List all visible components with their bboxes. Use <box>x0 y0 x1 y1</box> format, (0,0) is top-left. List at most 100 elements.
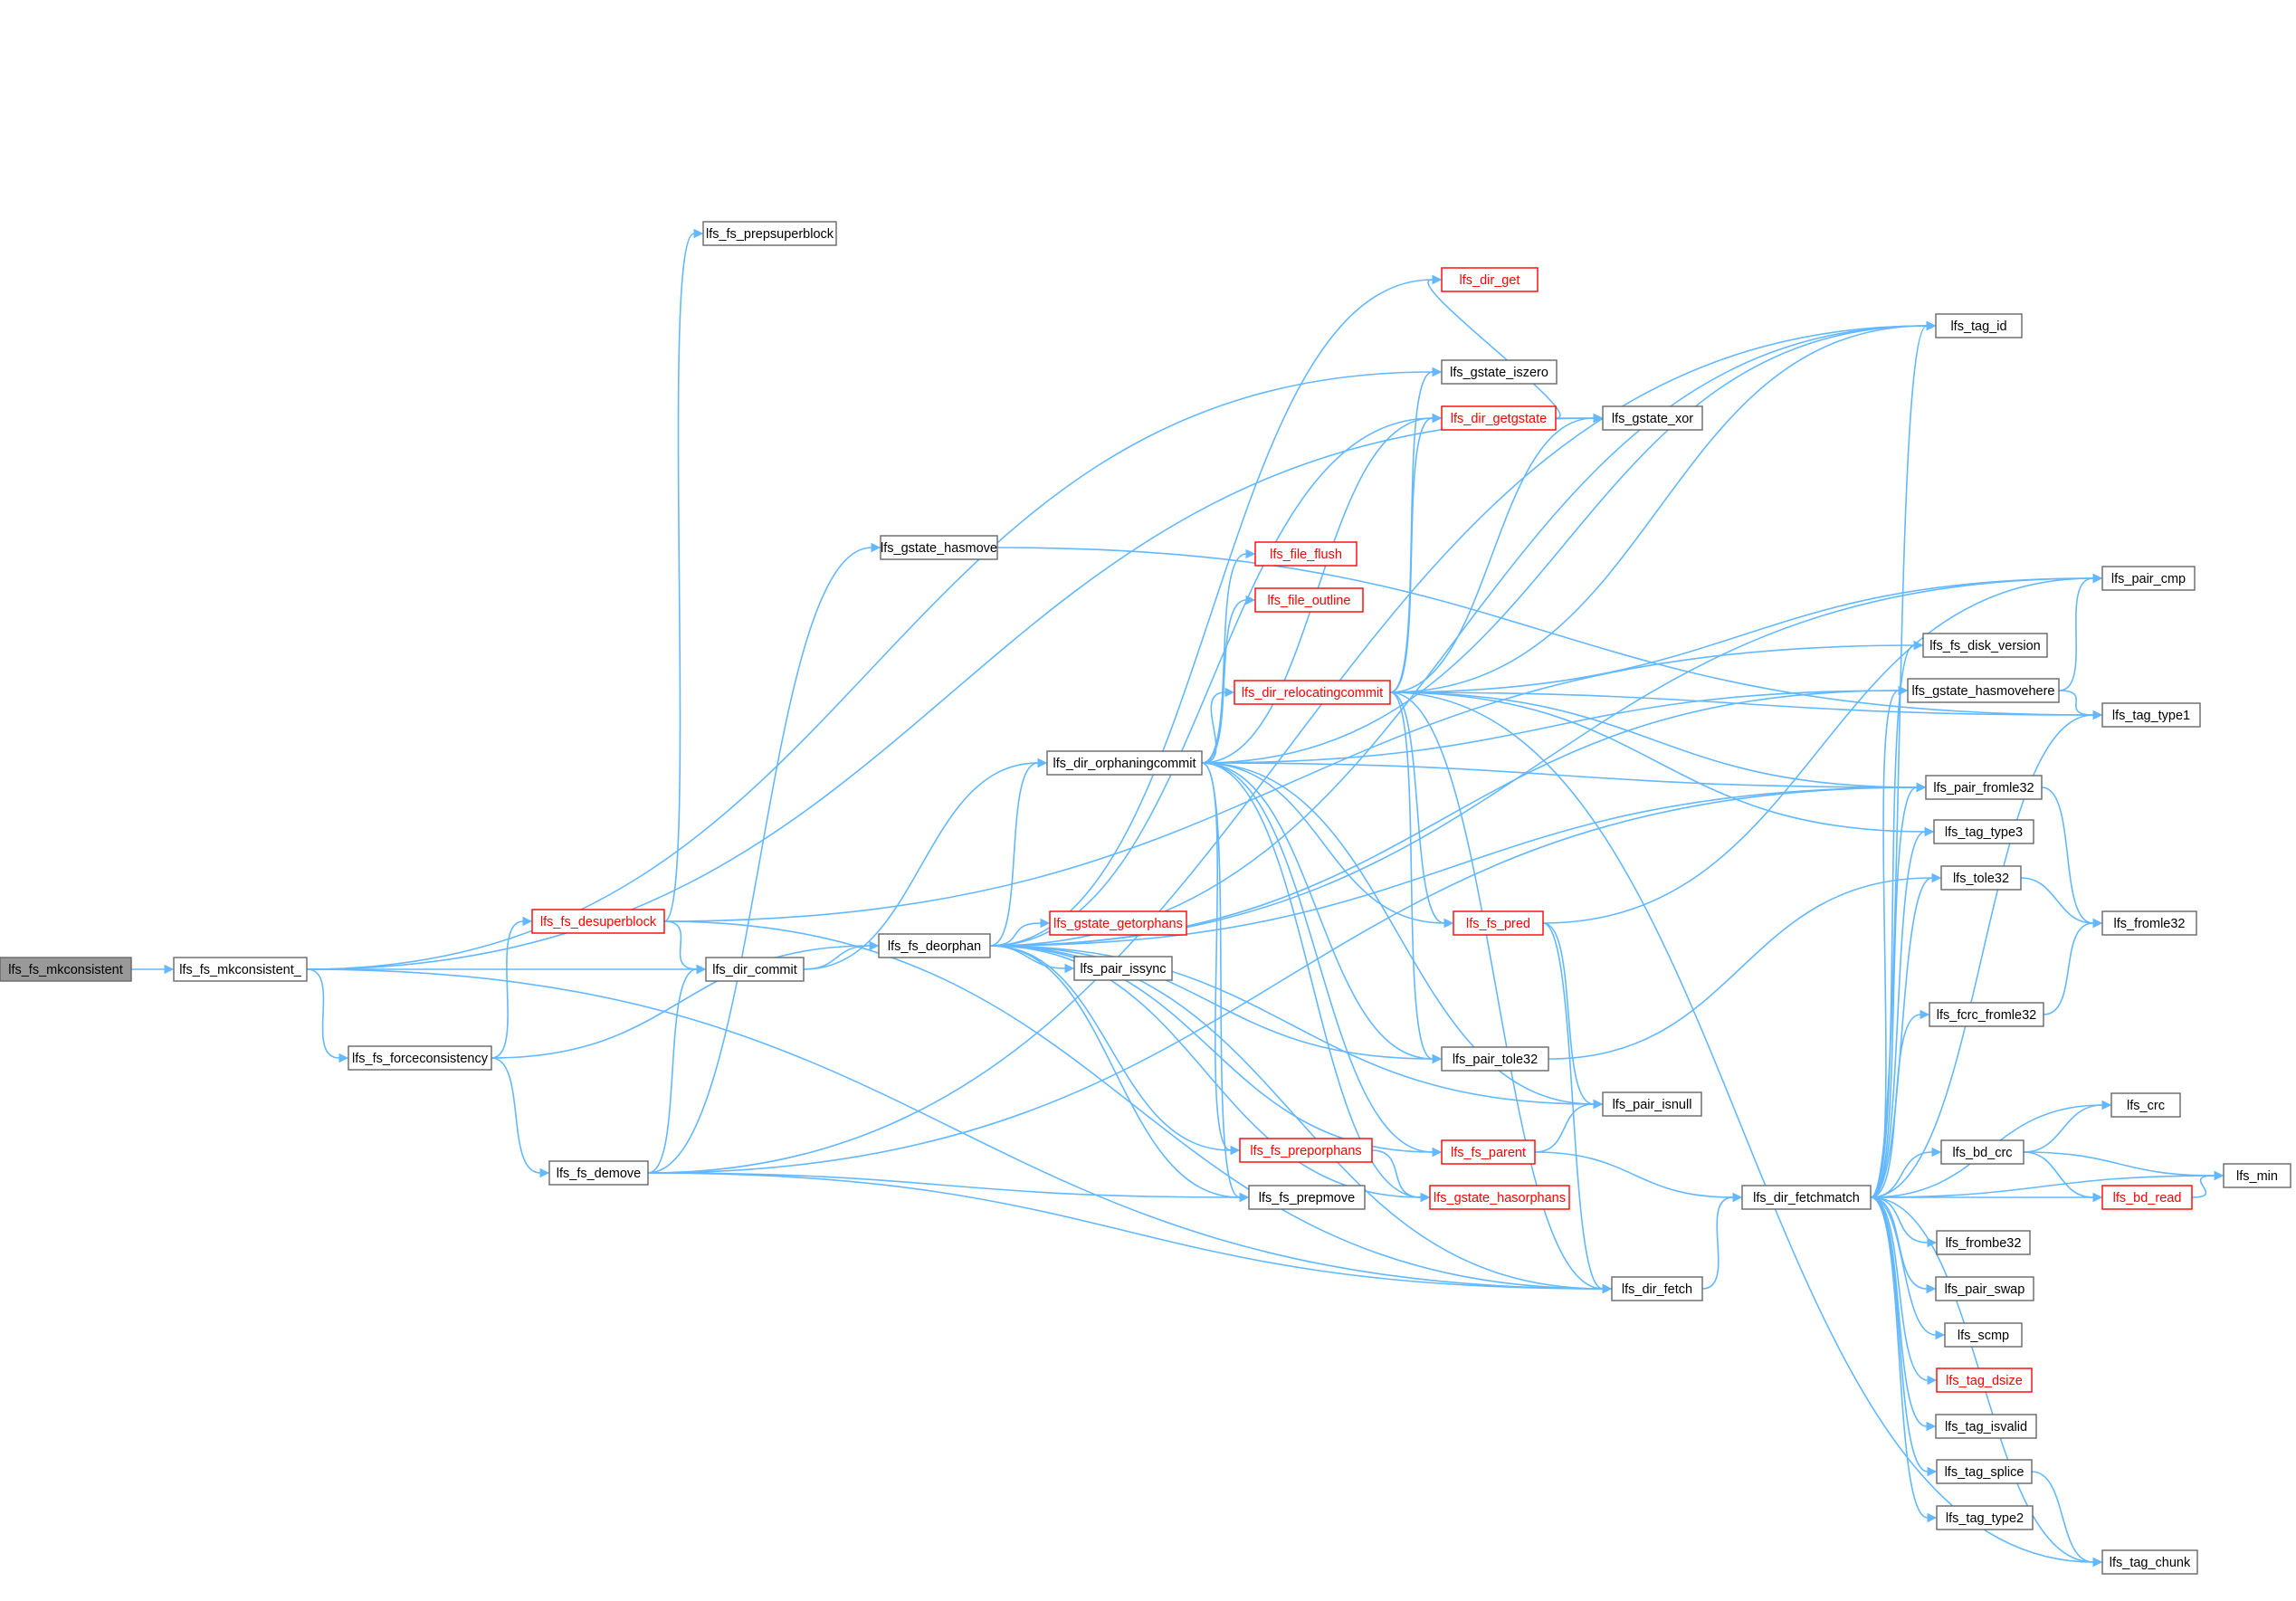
call-edge-dir_orphaningcommit-to-fs_prepmove <box>1201 762 1250 1203</box>
call-edge-bd_crc-to-crc <box>2023 1100 2112 1153</box>
function-node-gstate-getorphans[interactable]: lfs_gstate_getorphans <box>1049 910 1187 936</box>
function-node-label: lfs_fs_disk_version <box>1929 639 2041 653</box>
function-node-dir-fetch[interactable]: lfs_dir_fetch <box>1611 1276 1703 1301</box>
call-edge-dir_getgstate-to-gstate_xor <box>1556 413 1604 424</box>
call-edge-dir_relocatingcommit-to-fs_pred <box>1389 691 1454 929</box>
function-node-label: lfs_file_flush <box>1270 548 1342 562</box>
function-node-fs-disk-version[interactable]: lfs_fs_disk_version <box>1922 633 2048 658</box>
function-node-tole32[interactable]: lfs_tole32 <box>1940 865 2022 891</box>
call-edge-tole32-to-fromle32 <box>2020 877 2103 929</box>
function-node-label: lfs_gstate_hasorphans <box>1434 1191 1566 1206</box>
function-node-dir-commit[interactable]: lfs_dir_commit <box>705 957 805 982</box>
function-node-label: lfs_fs_prepmove <box>1259 1191 1355 1206</box>
call-edge-mkconsistent_-to-forceconsistency <box>306 968 349 1063</box>
call-edge-demove-to-dir_commit <box>647 964 707 1174</box>
function-node-pair-tole32[interactable]: lfs_pair_tole32 <box>1441 1046 1549 1072</box>
function-node-dir-fetchmatch[interactable]: lfs_dir_fetchmatch <box>1741 1185 1872 1210</box>
function-node-fs-pred[interactable]: lfs_fs_pred <box>1453 910 1544 936</box>
function-node-gstate-xor[interactable]: lfs_gstate_xor <box>1602 405 1703 431</box>
call-edge-dir_fetchmatch-to-scmp <box>1870 1196 1946 1340</box>
function-node-tag-chunk[interactable]: lfs_tag_chunk <box>2101 1549 2198 1575</box>
function-node-pair-fromle32[interactable]: lfs_pair_fromle32 <box>1925 775 2043 800</box>
function-node-tag-splice[interactable]: lfs_tag_splice <box>1936 1459 2033 1484</box>
function-node-label: lfs_file_outline <box>1268 594 1351 608</box>
call-edge-dir_fetchmatch-to-tole32 <box>1870 872 1942 1198</box>
function-node-label: lfs_fs_mkconsistent_ <box>179 963 302 977</box>
function-node-label: lfs_tag_type1 <box>2112 709 2190 723</box>
function-node-pair-swap[interactable]: lfs_pair_swap <box>1935 1276 2034 1301</box>
call-edge-deorphan-to-dir_get <box>989 274 1443 947</box>
call-edge-dir_commit-to-deorphan <box>803 940 880 970</box>
function-node-label: lfs_min <box>2236 1169 2278 1184</box>
function-node-tag-isvalid[interactable]: lfs_tag_isvalid <box>1935 1414 2037 1439</box>
function-node-pair-isnull[interactable]: lfs_pair_isnull <box>1602 1091 1702 1117</box>
function-node-label: lfs_fs_demove <box>557 1167 642 1181</box>
function-node-gstate-iszero[interactable]: lfs_gstate_iszero <box>1441 359 1558 385</box>
function-node-label: lfs_gstate_getorphans <box>1053 917 1183 931</box>
function-node-label: lfs_dir_getgstate <box>1451 412 1547 426</box>
function-node-fs-parent[interactable]: lfs_fs_parent <box>1441 1139 1536 1165</box>
function-node-fs-prepmove[interactable]: lfs_fs_prepmove <box>1248 1185 1366 1210</box>
function-node-gstate-hasorphans[interactable]: lfs_gstate_hasorphans <box>1429 1185 1570 1210</box>
function-node-label: lfs_tag_id <box>1950 319 2006 334</box>
call-edge-dir_fetchmatch-to-tag_splice <box>1870 1196 1938 1477</box>
call-edge-tag_splice-to-tag_chunk <box>2031 1471 2103 1568</box>
call-edge-dir_relocatingcommit-to-tag_type3 <box>1389 691 1935 837</box>
function-node-label: lfs_fs_forceconsistency <box>352 1052 489 1066</box>
function-node-file-flush[interactable]: lfs_file_flush <box>1254 541 1358 567</box>
function-node-mkconsistent[interactable]: lfs_fs_mkconsistent <box>0 957 132 982</box>
function-node-forceconsistency[interactable]: lfs_fs_forceconsistency <box>348 1045 492 1071</box>
call-edge-deorphan-to-dir_orphaningcommit <box>989 758 1048 947</box>
call-edge-fs_preporphans-to-gstate_hasorphans <box>1371 1149 1431 1203</box>
function-node-gstate-hasmove[interactable]: lfs_gstate_hasmove <box>880 535 998 560</box>
call-edge-pair_tole32-to-tole32 <box>1548 872 1942 1060</box>
function-node-label: lfs_tag_dsize <box>1946 1374 2023 1388</box>
function-node-dir-relocatingcommit[interactable]: lfs_dir_relocatingcommit <box>1234 680 1391 705</box>
function-node-fs-preporphans[interactable]: lfs_fs_preporphans <box>1239 1138 1373 1163</box>
function-node-label: lfs_tag_type2 <box>1946 1511 2024 1526</box>
function-node-label: lfs_fcrc_fromle32 <box>1937 1008 2036 1023</box>
call-edge-mkconsistent_-to-dir_fetch <box>306 968 1613 1294</box>
call-edge-dir_relocatingcommit-to-gstate_xor <box>1389 413 1604 693</box>
function-node-dir-orphaningcommit[interactable]: lfs_dir_orphaningcommit <box>1046 750 1203 776</box>
call-edge-dir_orphaningcommit-to-pair_fromle32 <box>1201 762 1927 793</box>
function-node-pair-issync[interactable]: lfs_pair_issync <box>1073 956 1173 981</box>
function-node-prepsuperblock[interactable]: lfs_fs_prepsuperblock <box>702 221 837 246</box>
function-node-bd-crc[interactable]: lfs_bd_crc <box>1940 1139 2024 1165</box>
function-node-fcrc-fromle32[interactable]: lfs_fcrc_fromle32 <box>1929 1002 2044 1027</box>
function-node-crc[interactable]: lfs_crc <box>2110 1092 2181 1118</box>
function-node-tag-type1[interactable]: lfs_tag_type1 <box>2101 702 2201 728</box>
call-edge-forceconsistency-to-desuperblock <box>491 916 533 1059</box>
function-node-dir-get[interactable]: lfs_dir_get <box>1441 267 1539 292</box>
call-edge-fs_parent-to-pair_isnull <box>1534 1099 1604 1153</box>
function-node-desuperblock[interactable]: lfs_fs_desuperblock <box>531 909 665 934</box>
function-node-label: lfs_crc <box>2127 1099 2165 1113</box>
call-edge-desuperblock-to-prepsuperblock <box>663 228 704 922</box>
function-node-deorphan[interactable]: lfs_fs_deorphan <box>878 933 991 958</box>
function-node-fromle32[interactable]: lfs_fromle32 <box>2101 910 2197 936</box>
function-node-tag-type3[interactable]: lfs_tag_type3 <box>1933 819 2034 844</box>
function-node-label: lfs_pair_swap <box>1945 1282 2025 1297</box>
call-edge-dir_fetchmatch-to-pair_fromle32 <box>1870 782 1927 1198</box>
function-node-tag-dsize[interactable]: lfs_tag_dsize <box>1936 1368 2033 1393</box>
function-node-scmp[interactable]: lfs_scmp <box>1944 1322 2023 1348</box>
function-node-bd-read[interactable]: lfs_bd_read <box>2101 1185 2193 1210</box>
call-graph-edges <box>131 228 2225 1568</box>
function-node-mkconsistent-[interactable]: lfs_fs_mkconsistent_ <box>173 957 308 982</box>
function-node-frombe32[interactable]: lfs_frombe32 <box>1936 1230 2031 1255</box>
function-node-label: lfs_gstate_xor <box>1612 412 1693 426</box>
call-edge-dir_fetchmatch-to-tag_type3 <box>1870 826 1935 1198</box>
function-node-pair-cmp[interactable]: lfs_pair_cmp <box>2101 566 2196 591</box>
function-node-tag-type2[interactable]: lfs_tag_type2 <box>1936 1505 2034 1530</box>
call-edge-demove-to-pair_fromle32 <box>647 782 1927 1174</box>
function-node-gstate-hasmovehere[interactable]: lfs_gstate_hasmovehere <box>1907 678 2060 703</box>
function-node-min[interactable]: lfs_min <box>2223 1163 2291 1188</box>
function-node-dir-getgstate[interactable]: lfs_dir_getgstate <box>1441 405 1557 431</box>
function-node-demove[interactable]: lfs_fs_demove <box>548 1160 649 1186</box>
function-node-tag-id[interactable]: lfs_tag_id <box>1935 313 2023 338</box>
call-edge-dir_fetchmatch-to-tag_id <box>1870 320 1937 1198</box>
function-node-label: lfs_tole32 <box>1953 872 2009 886</box>
function-node-file-outline[interactable]: lfs_file_outline <box>1254 587 1364 613</box>
call-edge-gstate_hasmovehere-to-pair_cmp <box>2058 573 2103 691</box>
call-edge-forceconsistency-to-demove <box>491 1057 550 1178</box>
